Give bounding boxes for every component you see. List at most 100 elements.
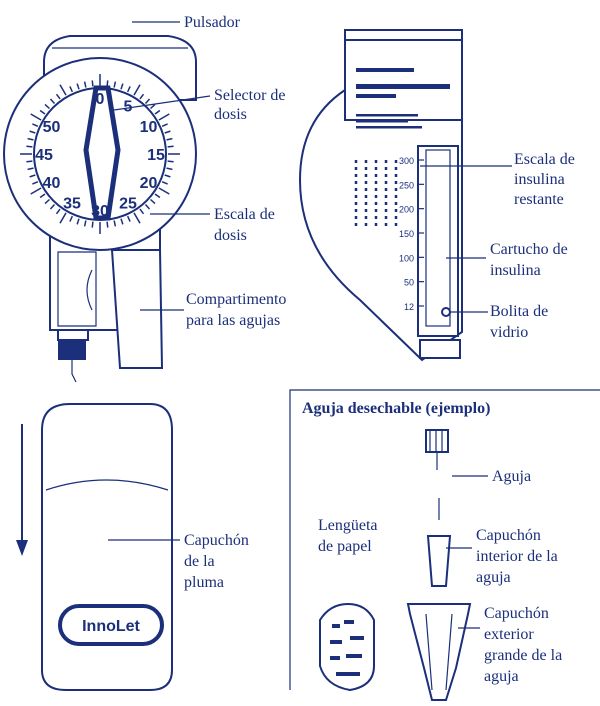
remaining-scale-label: 12 xyxy=(404,302,414,312)
dial-tick xyxy=(161,123,168,128)
label-inner-cap-2: interior de la xyxy=(476,548,558,565)
label-paper-tab-2: de papel xyxy=(318,538,372,555)
dial-tick xyxy=(166,167,173,171)
label-glass-ball-2: vidrio xyxy=(490,324,528,341)
dial-tick xyxy=(26,160,33,163)
dial-tick xyxy=(144,204,151,210)
dial-tick xyxy=(144,98,151,104)
dial-tick xyxy=(30,187,42,195)
dial-tick xyxy=(161,180,168,185)
needle-hub xyxy=(58,340,86,360)
dial-tick xyxy=(69,215,74,222)
remaining-scale-label: 250 xyxy=(399,180,414,190)
label-inner-cap-3: aguja xyxy=(476,569,511,586)
dial-tick xyxy=(91,80,94,87)
pen-back: 300 250 200 150 100 50 12 xyxy=(298,29,463,362)
label-paper-tab-1: Lengüeta xyxy=(318,517,378,534)
outer-cap-part xyxy=(406,603,472,701)
label-push-button: Pulsador xyxy=(184,14,241,31)
dial-number: 0 xyxy=(96,91,105,108)
dial-number: 50 xyxy=(43,119,61,136)
dial-tick xyxy=(167,145,174,148)
label-dose-scale-2: dosis xyxy=(214,227,247,244)
dial-tick xyxy=(139,93,145,100)
label-cartridge-2: insulina xyxy=(490,262,541,279)
dial-number: 35 xyxy=(63,195,81,212)
dial-number: 15 xyxy=(147,147,165,164)
pen-window-curve xyxy=(86,269,93,311)
dial-tick xyxy=(126,215,131,222)
remaining-scale-label: 300 xyxy=(399,156,414,166)
paper-tab-part xyxy=(319,602,375,692)
remaining-scale-label: 200 xyxy=(399,205,414,215)
dial-number: 10 xyxy=(140,119,158,136)
label-needle-compartment-1: Compartimento xyxy=(186,291,286,308)
dial-tick xyxy=(113,81,117,88)
cartridge-inner xyxy=(425,149,451,327)
cartridge-end xyxy=(419,339,461,359)
dial-tick xyxy=(26,145,33,148)
label-remaining-scale-3: restante xyxy=(514,191,564,208)
dial-tick xyxy=(164,174,171,178)
dial-tick xyxy=(106,221,109,228)
dial-tick xyxy=(158,187,170,195)
dial-tick xyxy=(29,130,36,134)
dial-number: 30 xyxy=(91,203,109,220)
dial-tick xyxy=(120,83,124,90)
dial-tick xyxy=(133,212,141,224)
dial-tick xyxy=(49,98,56,104)
dial-tick xyxy=(158,113,170,121)
dial-tick xyxy=(55,93,61,100)
dial-tick xyxy=(166,137,173,141)
remaining-scale-label: 150 xyxy=(399,229,414,239)
pen-back-label xyxy=(344,39,463,121)
label-inner-cap-1: Capuchón xyxy=(476,527,541,544)
dial-tick xyxy=(91,221,94,228)
label-outer-cap-3: grande de la xyxy=(484,647,562,664)
dial-tick xyxy=(27,137,34,141)
pen-cap: InnoLet xyxy=(16,403,173,691)
dial-tick xyxy=(106,80,109,87)
remaining-scale-label: 100 xyxy=(399,253,414,263)
dial-tick xyxy=(139,208,145,215)
dial-tick xyxy=(39,109,46,115)
label-cartridge-1: Cartucho de xyxy=(490,241,568,258)
needle-box: Aguja desechable (ejemplo) xyxy=(289,389,600,701)
label-pen-cap-1: Capuchón xyxy=(184,532,249,549)
dial-tick xyxy=(83,81,87,88)
dial-tick xyxy=(126,86,131,93)
dial-tick xyxy=(49,204,56,210)
dial-tick xyxy=(120,218,124,225)
needle-part xyxy=(425,429,449,453)
printed-columns xyxy=(354,160,398,230)
needle-tip xyxy=(71,360,77,383)
paper-tab-marks xyxy=(330,620,364,676)
dial-tick xyxy=(59,212,67,224)
label-dose-selector-2: dosis xyxy=(214,106,247,123)
glass-ball xyxy=(441,307,451,317)
dial-tick xyxy=(76,218,80,225)
dial-tick xyxy=(164,130,171,134)
remaining-scale-label: 50 xyxy=(404,278,414,288)
label-outer-cap-4: aguja xyxy=(484,668,519,685)
dial-tick xyxy=(133,84,141,96)
label-outer-cap-1: Capuchón xyxy=(484,605,549,622)
innolet-logo-badge xyxy=(58,604,164,646)
dial-number: 20 xyxy=(140,175,158,192)
remaining-insulin-scale: 300 250 200 150 100 50 12 xyxy=(399,156,424,312)
label-remaining-scale-1: Escala de xyxy=(514,151,575,168)
dial-tick xyxy=(32,180,39,185)
dial-tick xyxy=(29,174,36,178)
labels: Pulsador Selector de dosis Escala de dos… xyxy=(184,14,575,685)
dial-tick xyxy=(39,193,46,199)
pen-window xyxy=(57,251,97,327)
down-arrow-icon xyxy=(16,540,28,556)
dial-tick xyxy=(32,123,39,128)
innolet-logo: InnoLet xyxy=(82,618,140,635)
label-needle-compartment-2: para las agujas xyxy=(186,312,280,329)
label-dose-selector-1: Selector de xyxy=(214,87,286,104)
dial-tick xyxy=(27,167,34,171)
